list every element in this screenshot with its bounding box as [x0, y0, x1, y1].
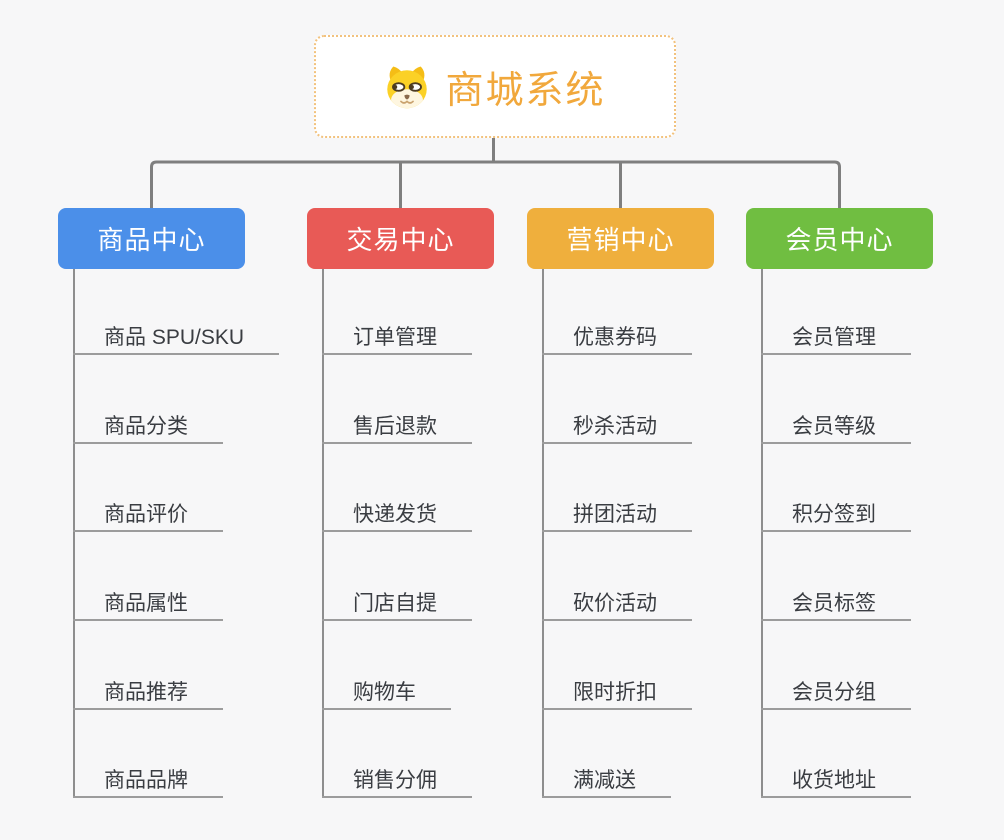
leaf-label: 会员标签: [792, 592, 876, 615]
branch-label: 交易中心: [346, 225, 455, 255]
leaf-node[interactable]: 秒杀活动: [542, 404, 692, 444]
leaf-label: 优惠券码: [573, 326, 657, 349]
leaf-label: 商品评价: [104, 503, 188, 526]
branch-trunk-line: [761, 269, 763, 798]
branch-label: 商品中心: [97, 225, 206, 255]
leaf-label: 门店自提: [353, 592, 437, 615]
leaf-label: 商品推荐: [104, 681, 188, 704]
branch-node-product-center[interactable]: 商品中心: [58, 208, 245, 269]
leaf-node[interactable]: 收货地址: [761, 758, 911, 798]
leaf-node[interactable]: 积分签到: [761, 492, 911, 532]
leaf-label: 会员等级: [792, 415, 876, 438]
leaf-node[interactable]: 商品分类: [73, 404, 223, 444]
leaf-node[interactable]: 商品评价: [73, 492, 223, 532]
branch-label: 会员中心: [785, 225, 894, 255]
leaf-node[interactable]: 满减送: [542, 758, 671, 798]
leaf-node[interactable]: 快递发货: [322, 492, 472, 532]
leaf-node[interactable]: 会员分组: [761, 670, 911, 710]
branch-trunk-line: [542, 269, 544, 798]
branch-trunk-line: [322, 269, 324, 798]
leaf-node[interactable]: 商品品牌: [73, 758, 223, 798]
leaf-label: 砍价活动: [573, 592, 657, 615]
leaf-node[interactable]: 拼团活动: [542, 492, 692, 532]
leaf-node[interactable]: 商品推荐: [73, 670, 223, 710]
leaf-node[interactable]: 购物车: [322, 670, 451, 710]
leaf-label: 拼团活动: [573, 503, 657, 526]
leaf-node[interactable]: 商品属性: [73, 581, 223, 621]
leaf-label: 秒杀活动: [573, 415, 657, 438]
branch-trunk-line: [73, 269, 75, 798]
leaf-node[interactable]: 售后退款: [322, 404, 472, 444]
leaf-label: 购物车: [353, 681, 416, 704]
branch-node-member-center[interactable]: 会员中心: [746, 208, 933, 269]
leaf-label: 商品属性: [104, 592, 188, 615]
leaf-label: 收货地址: [792, 769, 876, 792]
leaf-node[interactable]: 订单管理: [322, 315, 472, 355]
branch-node-trade-center[interactable]: 交易中心: [307, 208, 494, 269]
leaf-label: 满减送: [573, 769, 636, 792]
leaf-label: 会员分组: [792, 681, 876, 704]
leaf-node[interactable]: 门店自提: [322, 581, 472, 621]
leaf-label: 商品 SPU/SKU: [104, 326, 245, 349]
leaf-node[interactable]: 会员标签: [761, 581, 911, 621]
leaf-node[interactable]: 优惠券码: [542, 315, 692, 355]
leaf-label: 售后退款: [353, 415, 437, 438]
leaf-label: 销售分佣: [353, 769, 437, 792]
leaf-label: 商品分类: [104, 415, 188, 438]
leaf-label: 限时折扣: [573, 681, 657, 704]
leaf-node[interactable]: 会员等级: [761, 404, 911, 444]
leaf-node[interactable]: 会员管理: [761, 315, 911, 355]
leaf-node[interactable]: 限时折扣: [542, 670, 692, 710]
root-title: 商城系统: [445, 70, 606, 112]
leaf-label: 快递发货: [353, 503, 437, 526]
leaf-label: 会员管理: [792, 326, 876, 349]
branch-node-marketing-center[interactable]: 营销中心: [527, 208, 714, 269]
leaf-node[interactable]: 销售分佣: [322, 758, 472, 798]
leaf-label: 商品品牌: [104, 769, 188, 792]
leaf-label: 积分签到: [792, 503, 876, 526]
dog-face-icon: [387, 66, 428, 108]
leaf-node[interactable]: 砍价活动: [542, 581, 692, 621]
leaf-node[interactable]: 商品 SPU/SKU: [73, 315, 280, 355]
leaf-label: 订单管理: [353, 326, 437, 349]
root-node[interactable]: 商城系统: [314, 35, 676, 138]
branch-label: 营销中心: [566, 225, 675, 255]
